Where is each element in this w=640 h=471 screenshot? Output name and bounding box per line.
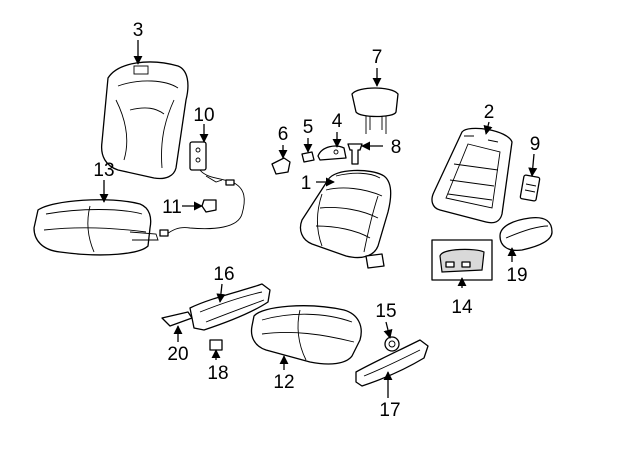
callout-15: 15 xyxy=(375,301,396,322)
part-17-side-trim[interactable] xyxy=(355,339,429,387)
leader-lines xyxy=(99,40,538,398)
part-4-headrest-guide[interactable] xyxy=(317,145,347,161)
callout-6: 6 xyxy=(278,124,289,145)
part-15-knob[interactable] xyxy=(384,336,400,352)
callout-1: 1 xyxy=(301,173,312,194)
part-18-clip[interactable] xyxy=(209,339,223,351)
callout-7: 7 xyxy=(372,47,383,68)
callout-10: 10 xyxy=(193,105,214,126)
part-14-control-panel[interactable] xyxy=(431,239,493,281)
callout-3: 3 xyxy=(133,20,144,41)
callout-18: 18 xyxy=(207,363,228,384)
part-12-seat-cushion[interactable] xyxy=(250,305,362,365)
callout-13: 13 xyxy=(93,160,114,181)
part-5-bolt[interactable] xyxy=(301,151,315,163)
callout-14: 14 xyxy=(451,297,473,318)
part-10-harness-module[interactable] xyxy=(159,141,245,237)
part-19-armrest[interactable] xyxy=(499,216,553,252)
callout-12: 12 xyxy=(273,372,294,393)
callout-5: 5 xyxy=(303,117,314,138)
part-16-side-shield[interactable] xyxy=(189,283,271,331)
part-7-headrest[interactable] xyxy=(351,87,399,134)
part-8-guide-tube[interactable] xyxy=(347,143,363,165)
callout-labels: 3 10 13 11 6 5 4 7 8 1 2 9 19 14 16 20 1… xyxy=(93,20,540,421)
part-13-cushion-cover[interactable] xyxy=(33,199,159,256)
part-6-clip[interactable] xyxy=(271,157,291,175)
callout-8: 8 xyxy=(391,137,402,158)
callout-9: 9 xyxy=(530,134,541,155)
part-2-seatback-frame[interactable] xyxy=(431,127,513,224)
callout-11: 11 xyxy=(162,197,182,218)
part-20-trim[interactable] xyxy=(161,311,193,327)
part-1-seatback-assembly[interactable] xyxy=(299,169,392,269)
callout-19: 19 xyxy=(506,265,527,286)
callout-16: 16 xyxy=(213,264,234,285)
callout-4: 4 xyxy=(332,111,343,132)
callout-2: 2 xyxy=(484,102,495,123)
part-11-connector[interactable] xyxy=(201,199,217,213)
callout-17: 17 xyxy=(379,400,400,421)
part-9-switch[interactable] xyxy=(519,174,541,202)
callout-20: 20 xyxy=(167,344,188,365)
part-3-seatback-cover[interactable] xyxy=(100,61,189,180)
